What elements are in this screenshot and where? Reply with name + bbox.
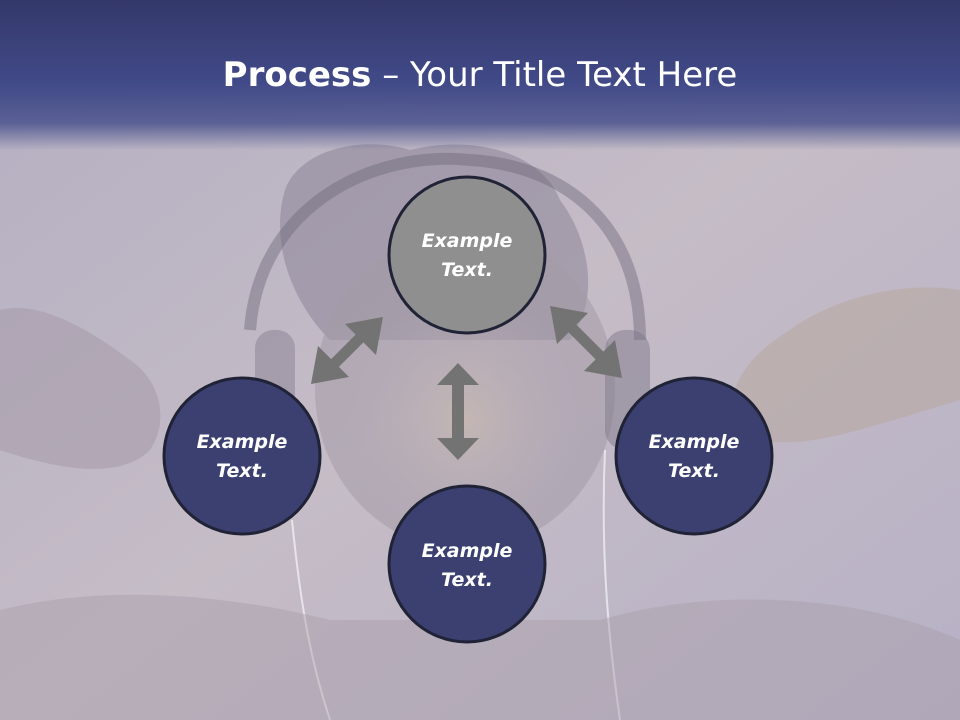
node-left-line2: Text. bbox=[216, 460, 268, 482]
node-top-line1: Example bbox=[422, 230, 513, 252]
node-right-line2: Text. bbox=[668, 460, 720, 482]
title-band bbox=[0, 0, 960, 150]
slide-title: Process – Your Title Text Here bbox=[0, 52, 960, 98]
node-bottom: Example Text. bbox=[387, 484, 547, 644]
node-bottom-line1: Example bbox=[422, 540, 513, 562]
arrow-top-left bbox=[311, 317, 383, 384]
node-right-line1: Example bbox=[649, 431, 740, 453]
node-right: Example Text. bbox=[614, 376, 774, 536]
title-rest: Your Title Text Here bbox=[410, 55, 738, 95]
node-left: Example Text. bbox=[162, 376, 322, 536]
node-bottom-line2: Text. bbox=[441, 569, 493, 591]
node-left-line1: Example bbox=[197, 431, 288, 453]
title-bold: Process bbox=[222, 55, 372, 95]
node-top-line2: Text. bbox=[441, 259, 493, 281]
arrow-top-right bbox=[550, 306, 622, 378]
title-separator: – bbox=[371, 55, 411, 95]
arrow-center-vertical bbox=[437, 363, 479, 460]
node-top: Example Text. bbox=[387, 175, 547, 335]
